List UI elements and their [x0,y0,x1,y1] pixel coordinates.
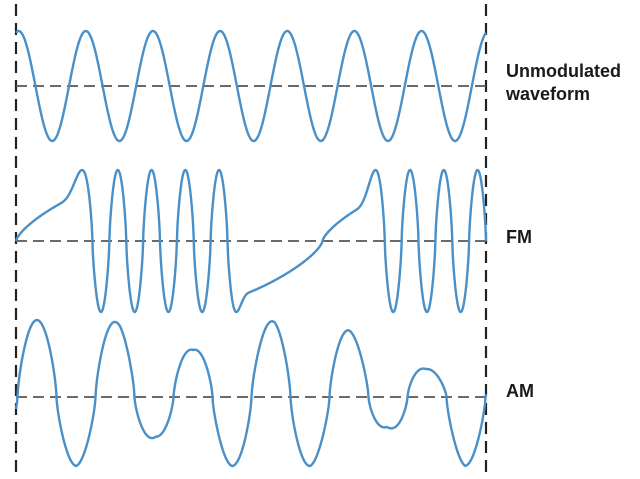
unmodulated-label-line2: waveform [506,84,591,104]
fm-wave [14,168,488,314]
unmodulated-wave [15,29,487,143]
unmodulated-label: Unmodulated waveform [506,60,621,106]
unmodulated-label-line1: Unmodulated [506,61,621,81]
am-label: AM [506,381,534,401]
fm-label: FM [506,227,532,247]
am-wave [14,318,488,468]
